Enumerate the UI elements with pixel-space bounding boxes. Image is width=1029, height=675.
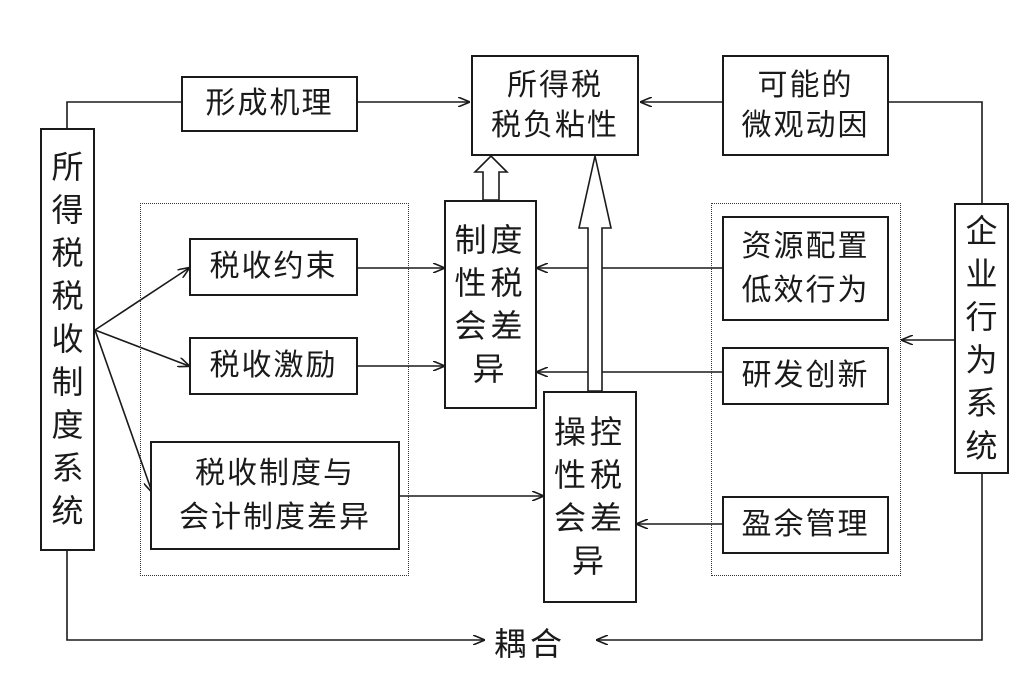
tax-institution-system-box: 所 得 税 税 收 制 度 系 统 — [40, 128, 95, 551]
formation-mechanism-label: 形成机理 — [205, 86, 334, 121]
enterprise-behavior-system-box: 企 业 行 为 系 统 — [954, 203, 1009, 474]
manipulative-btd-label: 操控 性税 会差 异 — [553, 413, 626, 580]
resource-misallocation-box: 资源配置 低效行为 — [722, 216, 889, 321]
resource-misallocation-label: 资源配置 低效行为 — [741, 228, 870, 308]
tax-incentive-box: 税收激励 — [189, 337, 358, 395]
rd-innovation-label: 研发创新 — [741, 358, 870, 393]
tax-institution-system-label: 所 得 税 税 收 制 度 系 统 — [51, 148, 84, 530]
micro-motives-box: 可能的 微观动因 — [722, 55, 889, 156]
arrow-system-to-constraint — [94, 268, 189, 331]
link-system-to-mechanism — [66, 101, 181, 130]
hollow-arrow-institutional-to-stickiness — [473, 154, 509, 201]
tax-constraint-label: 税收约束 — [209, 249, 338, 284]
income-tax-stickiness-box: 所得税 税负粘性 — [471, 55, 639, 156]
earnings-management-label: 盈余管理 — [741, 507, 870, 542]
income-tax-stickiness-label: 所得税 税负粘性 — [491, 67, 619, 143]
coupling-label: 耦合 — [494, 625, 567, 663]
tax-group-frame — [140, 203, 409, 576]
enterprise-behavior-system-label: 企 业 行 为 系 统 — [965, 211, 998, 465]
arrow-enterprise-to-coupling — [597, 473, 983, 640]
arrow-system-to-coupling — [66, 550, 484, 640]
link-enterprise-to-motives — [889, 101, 983, 203]
tax-accounting-diff-label: 税收制度与 会计制度差异 — [179, 455, 371, 535]
institutional-btd-box: 制度 性税 会差 异 — [444, 200, 537, 409]
manipulative-btd-box: 操控 性税 会差 异 — [543, 391, 637, 603]
earnings-management-box: 盈余管理 — [722, 496, 889, 554]
arrow-system-to-accounting — [94, 329, 152, 492]
tax-incentive-label: 税收激励 — [209, 348, 338, 383]
rd-innovation-box: 研发创新 — [722, 347, 889, 405]
enterprise-group-frame — [711, 203, 901, 576]
micro-motives-label: 可能的 微观动因 — [741, 67, 870, 143]
institutional-btd-label: 制度 性税 会差 异 — [454, 220, 527, 388]
tax-constraint-box: 税收约束 — [189, 238, 358, 296]
hollow-arrow-manipulative-to-stickiness — [578, 155, 612, 392]
arrow-system-to-incentive — [94, 329, 189, 366]
formation-mechanism-box: 形成机理 — [181, 76, 358, 132]
tax-accounting-diff-box: 税收制度与 会计制度差异 — [150, 441, 400, 550]
